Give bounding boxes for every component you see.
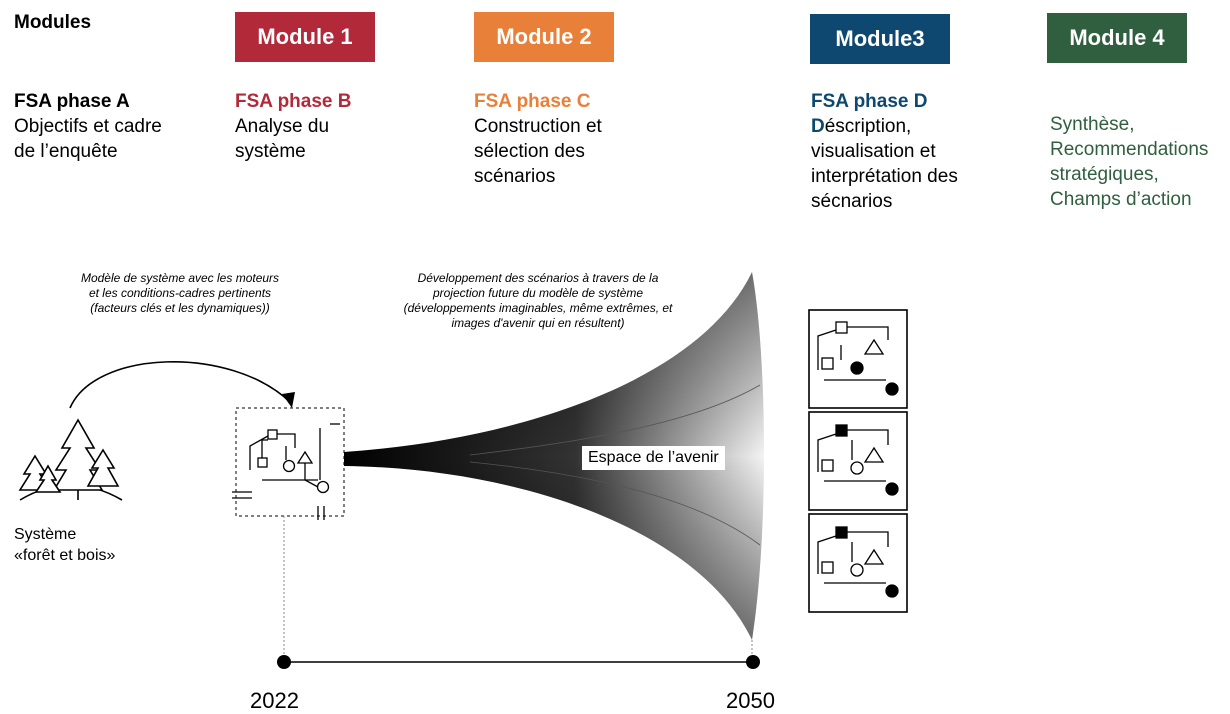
system-model-icon [232, 407, 345, 520]
phase-b: FSA phase B Analyse du système [235, 89, 352, 164]
system-label: Système «forêt et bois» [14, 526, 116, 564]
module-4-description: Synthèse, Recommendations stratégiques, … [1050, 114, 1209, 210]
timeline-start-dot [277, 655, 291, 669]
phase-a: FSA phase A Objectifs et cadre de l’enqu… [14, 89, 162, 164]
phase-c-title: FSA phase C [474, 91, 591, 112]
module-4-badge: Module 4 [1047, 13, 1187, 63]
future-space-label: Espace de l’avenir [582, 446, 725, 470]
curved-arrow-head [282, 392, 295, 408]
year-start: 2022 [250, 688, 299, 713]
module-2-badge: Module 2 [474, 12, 614, 62]
phase-d-description-initial: D [811, 116, 825, 137]
curved-arrow [69, 360, 291, 409]
scenario-development-note: Développement des scénarios à travers de… [403, 271, 673, 330]
phase-d-title: FSA phase D [811, 91, 928, 112]
timeline-end-dot [746, 655, 760, 669]
phase-d: FSA phase D Déscription, visualisation e… [811, 89, 958, 214]
system-model-note: Modèle de système avec les moteurs et le… [80, 271, 280, 315]
phase-c: FSA phase C Construction et sélection de… [474, 89, 602, 189]
module-1-badge: Module 1 [235, 12, 375, 62]
modules-heading: Modules [14, 12, 92, 33]
phase-a-title: FSA phase A [14, 91, 130, 112]
scenario-2-diagram [817, 424, 899, 496]
phase-c-description: Construction et sélection des scénarios [474, 116, 602, 187]
year-end: 2050 [726, 688, 775, 713]
forest-icon [18, 418, 123, 501]
scenario-1-diagram [817, 321, 899, 396]
phase-b-title: FSA phase B [235, 91, 352, 112]
phase-b-description: Analyse du système [235, 116, 330, 162]
phase-a-description: Objectifs et cadre de l’enquête [14, 116, 162, 162]
phase-d-description: Déscription, visualisation et interpréta… [811, 114, 958, 214]
module-3-badge: Module3 [810, 14, 950, 64]
scenario-3-diagram [817, 526, 899, 598]
phase-d-description-rest: éscription, visualisation et interprétat… [811, 116, 958, 212]
